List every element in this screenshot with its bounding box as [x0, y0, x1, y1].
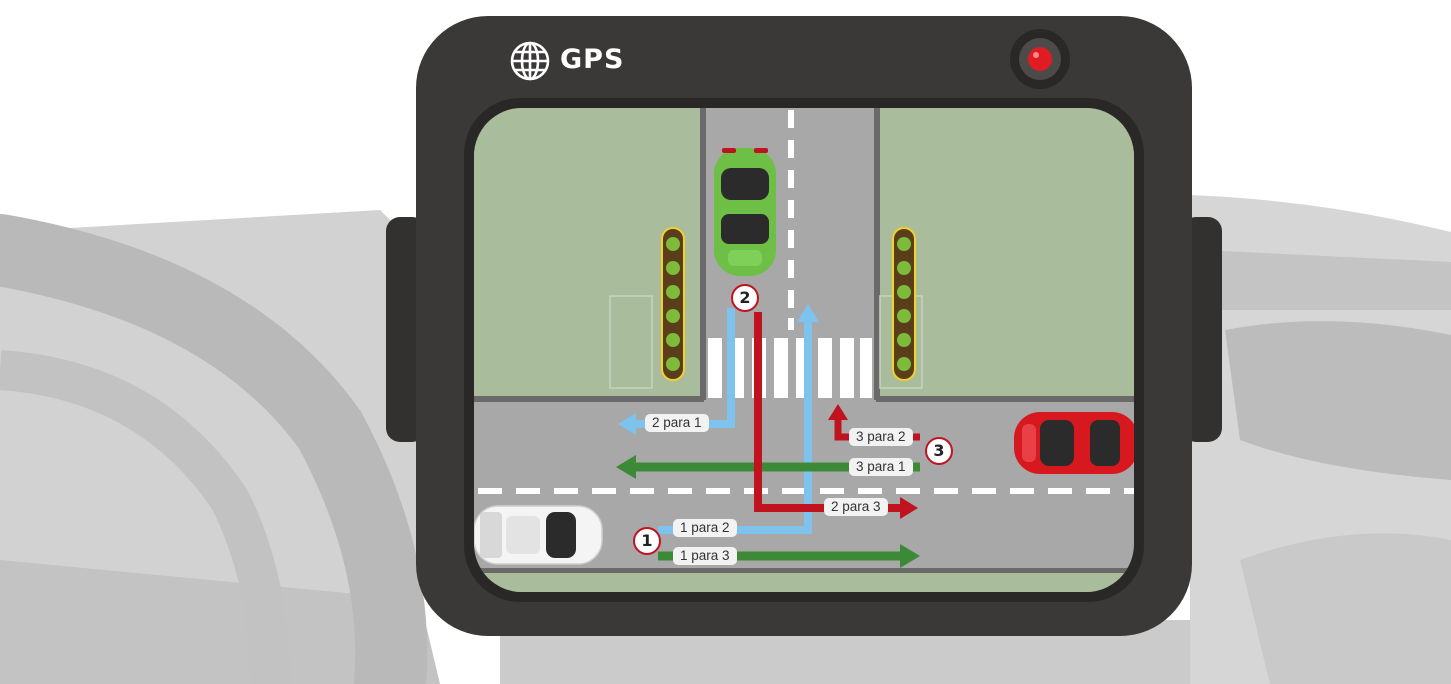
route-label-2-para-3: 2 para 3: [824, 498, 888, 516]
gps-screen: [474, 108, 1134, 592]
route-label-2-para-1: 2 para 1: [645, 414, 709, 432]
steering-wheel-inner: [0, 350, 290, 684]
traffic-light-left: [661, 227, 685, 381]
green-car: [714, 148, 776, 276]
red-car: [1014, 412, 1134, 474]
route-label-1-para-2: 1 para 2: [673, 519, 737, 537]
grass-bottom: [474, 572, 1134, 592]
brand-label: GPS: [560, 44, 625, 75]
entry-point-3: 3: [925, 437, 953, 465]
center-line-vertical: [788, 110, 794, 330]
entry-point-2: 2: [731, 284, 759, 312]
route-label-3-para-2: 3 para 2: [849, 428, 913, 446]
steering-wheel: [0, 214, 428, 684]
white-car: [474, 505, 603, 565]
route-label-3-para-1: 3 para 1: [849, 458, 913, 476]
route-label-1-para-3: 1 para 3: [673, 547, 737, 565]
globe-icon: [510, 41, 550, 81]
entry-point-1: 1: [633, 527, 661, 555]
camera-icon: [1010, 29, 1070, 89]
traffic-light-right: [892, 227, 916, 381]
grass-top-right: [876, 108, 1134, 398]
